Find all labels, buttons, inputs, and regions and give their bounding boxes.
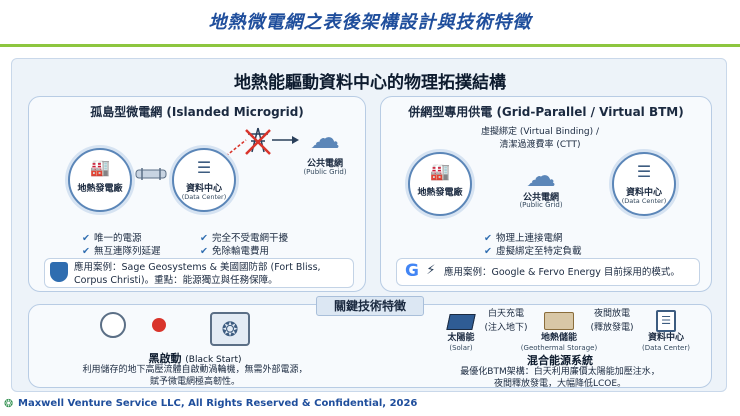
geothermal-plant-node-right: 🏭 地熱發電廠 (408, 152, 472, 216)
factory-icon: 🏭 (90, 158, 110, 177)
cloud-icon: ☁ (526, 159, 556, 194)
footer-copyright: Maxwell Venture Service LLC, All Rights … (18, 398, 418, 409)
tech-dc-sub: (Data Center) (642, 344, 690, 352)
check-item-no-transmission-fee: ✔免除輸電費用 (200, 246, 269, 257)
diagram-title: 地熱能驅動資料中心的物理拓撲結構 (234, 73, 506, 93)
server-icon: ☰ (656, 310, 676, 332)
release-label: (釋放發電) (590, 323, 634, 333)
black-start-title: 黑啟動 (Black Start) (148, 352, 242, 365)
google-logo-icon: G (405, 261, 419, 281)
title-divider (0, 44, 740, 47)
storage-label: 地熱儲能 (540, 333, 577, 343)
public-grid-label-right: 公共電網 (522, 193, 559, 203)
company-logo-icon: ❂ (4, 397, 14, 410)
key-tech-card (28, 304, 712, 388)
check-item-sole-source: ✔唯一的電源 (82, 233, 142, 244)
data-center-node-right: ☰ 資料中心 (Data Center) (612, 152, 676, 216)
inject-label: (注入地下) (484, 323, 528, 333)
tech-dc-label: 資料中心 (647, 333, 684, 343)
geo-plant-label: 地熱發電廠 (77, 184, 123, 194)
check-item-physical-grid: ✔物理上連接電網 (484, 233, 563, 244)
dc-sub-right: (Data Center) (621, 197, 667, 205)
check-icon: ✔ (82, 233, 90, 244)
islanded-card-title: 孤島型微電網 (Islanded Microgrid) (90, 105, 304, 119)
geothermal-plant-node: 🏭 地熱發電廠 (68, 148, 132, 212)
factory-icon: 🏭 (430, 162, 450, 181)
night-discharge-label: 夜間放電 (593, 309, 630, 319)
storage-sub: (Geothermal Storage) (520, 344, 598, 352)
dc-sub: (Data Center) (181, 193, 227, 201)
plug-icon: ⚡ (426, 263, 436, 278)
check-item-no-queue: ✔無互連隊列延遲 (82, 246, 161, 257)
server-icon: ☰ (636, 162, 652, 181)
check-item-no-interference: ✔完全不受電網干擾 (200, 233, 288, 244)
solar-panel-icon (446, 314, 476, 330)
public-grid-sub-right: (Public Grid) (519, 201, 563, 209)
check-icon: ✔ (82, 246, 90, 257)
day-charge-label: 白天充電 (487, 309, 524, 319)
black-start-desc-1: 利用儲存的地下高壓流體自啟動渦輪機，無需外部電源， (82, 365, 308, 375)
blocked-x-icon (245, 129, 271, 155)
pressure-gauge-icon (100, 312, 126, 338)
check-icon: ✔ (484, 246, 492, 257)
slide-title: 地熱微電網之表後架構設計與技術特徵 (208, 12, 532, 33)
grid-parallel-case-text: 應用案例：Google & Fervo Energy 目前採用的模式。 (444, 267, 680, 278)
black-start-desc-2: 賦予微電網極高韌性。 (149, 377, 240, 387)
hybrid-desc-2: 夜間釋放發電，大幅降低LCOE。 (493, 379, 627, 389)
server-icon: ☰ (196, 158, 212, 177)
dc-label: 資料中心 (185, 184, 222, 194)
valve-icon (152, 318, 166, 332)
key-tech-header: 關鍵技術特徵 (316, 296, 424, 316)
turbine-icon: ❂ (210, 312, 250, 346)
check-item-virtual-binding: ✔虛擬綁定至特定負載 (484, 246, 582, 257)
geo-plant-label-right: 地熱發電廠 (417, 188, 463, 198)
storage-icon (544, 312, 574, 330)
check-icon: ✔ (200, 246, 208, 257)
public-grid-sub: (Public Grid) (303, 168, 347, 176)
check-icon: ✔ (200, 233, 208, 244)
dc-label-right: 資料中心 (625, 188, 662, 198)
islanded-case-box (44, 258, 354, 288)
islanded-case-text-2: Corpus Christi)。重點：能源獨立與任務保障。 (74, 275, 278, 286)
islanded-case-text-1: 應用案例：Sage Geosystems & 美國國防部 (Fort Bliss… (74, 262, 321, 273)
cloud-icon: ☁ (310, 121, 340, 156)
hybrid-title: 混合能源系統 (527, 354, 593, 367)
virtual-binding-label-2: 清潔過渡費率 (CTT) (499, 140, 581, 150)
solar-sub: (Solar) (449, 344, 473, 352)
shield-icon (50, 262, 68, 282)
grid-parallel-card-title: 併網型專用供電 (Grid-Parallel / Virtual BTM) (408, 105, 684, 119)
grid-parallel-case-box (396, 258, 700, 286)
data-center-node: ☰ 資料中心 (Data Center) (172, 148, 236, 212)
virtual-binding-label-1: 虛擬綁定 (Virtual Binding) / (480, 127, 600, 137)
hybrid-desc-1: 最優化BTM架構：白天利用廉價太陽能加壓注水， (460, 367, 660, 377)
solar-label: 太陽能 (447, 333, 475, 343)
check-icon: ✔ (484, 233, 492, 244)
public-grid-label: 公共電網 (306, 159, 343, 169)
pipe-connector (135, 169, 167, 179)
blocked-link (225, 139, 247, 157)
